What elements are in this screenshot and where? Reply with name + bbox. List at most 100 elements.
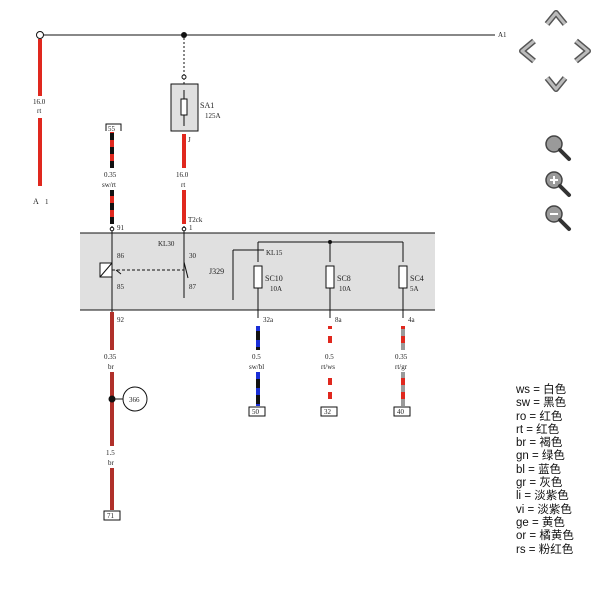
svg-text:sw/rt: sw/rt — [102, 181, 116, 189]
left-wire-gauge: 16.0 — [33, 98, 46, 106]
svg-text:92: 92 — [117, 316, 125, 324]
legend-name: 粉红色 — [538, 543, 574, 556]
box-55 — [105, 123, 122, 131]
pan-left-icon[interactable] — [516, 38, 538, 64]
svg-text:0.35: 0.35 — [104, 171, 117, 179]
legend-code: bl — [516, 463, 525, 476]
main-fuse-name: SA1 — [200, 101, 214, 110]
svg-text:71: 71 — [107, 512, 115, 520]
svg-text:SC8: SC8 — [337, 274, 351, 283]
legend-code: ws — [516, 384, 531, 396]
mid-wire-color: rt — [181, 181, 185, 189]
left-end-label: A — [33, 197, 39, 206]
legend-code: ge — [516, 516, 529, 529]
svg-text:32a: 32a — [263, 316, 274, 324]
module-label: J329 — [209, 267, 224, 276]
svg-text:86: 86 — [117, 252, 125, 260]
zoom-in-icon[interactable] — [544, 170, 572, 198]
kl30-label: KL30 — [158, 240, 175, 248]
legend-name: 红色 — [536, 423, 560, 436]
svg-text:40: 40 — [397, 408, 405, 416]
legend-row: vi = 淡紫色 — [516, 503, 572, 516]
svg-text:87: 87 — [189, 283, 197, 291]
left-end-sub: 1 — [45, 198, 49, 206]
connector-top-pin: 1 — [189, 224, 193, 232]
legend-row: sw = 黑色 — [516, 397, 567, 410]
connector-top-label: T2ck — [188, 216, 203, 224]
legend-code: or — [516, 530, 527, 543]
svg-text:SC4: SC4 — [410, 274, 424, 283]
svg-text:0.5: 0.5 — [252, 353, 261, 361]
bus-label: A1 — [498, 31, 507, 39]
box-40 — [393, 406, 411, 417]
svg-text:1.5: 1.5 — [106, 449, 115, 457]
legend-name: 橘黄色 — [539, 530, 574, 543]
svg-text:0.5: 0.5 — [325, 353, 334, 361]
legend-name: 蓝色 — [538, 463, 562, 476]
svg-text:0.35: 0.35 — [395, 353, 408, 361]
legend-row: ro = 红色 — [516, 410, 563, 423]
box-32 — [320, 406, 338, 417]
legend-row: rs = 粉红色 — [516, 543, 574, 556]
legend-name: 褐色 — [539, 437, 563, 450]
svg-text:50: 50 — [252, 408, 260, 416]
legend-name: 灰色 — [539, 477, 563, 490]
legend-code: gr — [516, 477, 527, 490]
box-50 — [248, 406, 266, 417]
legend-code: ro — [516, 410, 527, 423]
fuse-sc4 — [398, 265, 408, 289]
pan-right-icon[interactable] — [572, 38, 594, 64]
svg-text:SC10: SC10 — [265, 274, 283, 283]
legend-row: or = 橘黄色 — [516, 530, 574, 543]
svg-text:4a: 4a — [408, 316, 416, 324]
legend-name: 黄色 — [541, 516, 565, 529]
svg-text:10A: 10A — [339, 285, 351, 293]
legend-row: gn = 绿色 — [516, 450, 565, 463]
svg-text:30: 30 — [189, 252, 197, 260]
legend-row: gr = 灰色 — [516, 477, 563, 490]
fuse-sc8 — [325, 265, 335, 289]
bus-end-terminal — [36, 31, 44, 39]
legend-code: gn — [516, 450, 529, 463]
svg-text:br: br — [108, 363, 115, 371]
zoom-out-icon[interactable] — [544, 204, 572, 232]
pan-down-icon[interactable] — [544, 74, 568, 94]
mid-wire-gauge: 16.0 — [176, 171, 189, 179]
legend-name: 绿色 — [541, 450, 565, 463]
svg-text:5A: 5A — [410, 285, 419, 293]
svg-text:rt/gr: rt/gr — [395, 363, 408, 371]
pan-up-icon[interactable] — [544, 8, 568, 28]
main-fuse-rating: 125A — [205, 112, 221, 120]
svg-text:55: 55 — [108, 125, 116, 133]
main-fuse-pin: J — [188, 136, 191, 144]
left-wire-color: rt — [37, 107, 41, 115]
svg-text:8a: 8a — [335, 316, 343, 324]
bus-junction — [181, 32, 187, 38]
legend-code: vi — [516, 503, 525, 516]
main-fuse-element — [180, 98, 188, 116]
svg-text:91: 91 — [117, 224, 125, 232]
legend-code: br — [516, 437, 527, 450]
box-71 — [103, 510, 121, 521]
legend-name: 淡紫色 — [537, 503, 572, 516]
svg-text:0.35: 0.35 — [104, 353, 117, 361]
legend-code: rs — [516, 543, 526, 556]
legend-row: rt = 红色 — [516, 423, 560, 436]
legend-name: 红色 — [539, 410, 563, 423]
kl15-label: KL15 — [266, 249, 283, 257]
svg-text:br: br — [108, 459, 115, 467]
svg-text:366: 366 — [129, 396, 140, 404]
legend-name: 白色 — [543, 384, 567, 396]
svg-text:85: 85 — [117, 283, 125, 291]
svg-text:32: 32 — [324, 408, 332, 416]
legend-code: sw — [516, 397, 531, 410]
legend-code: rt — [516, 423, 524, 436]
legend-row: ge = 黄色 — [516, 516, 565, 529]
legend-row: bl = 蓝色 — [516, 463, 562, 476]
legend-name: 黑色 — [543, 397, 567, 410]
zoom-fit-icon[interactable] — [544, 134, 572, 162]
svg-text:10A: 10A — [270, 285, 282, 293]
legend-row: ws = 白色 — [516, 384, 567, 396]
